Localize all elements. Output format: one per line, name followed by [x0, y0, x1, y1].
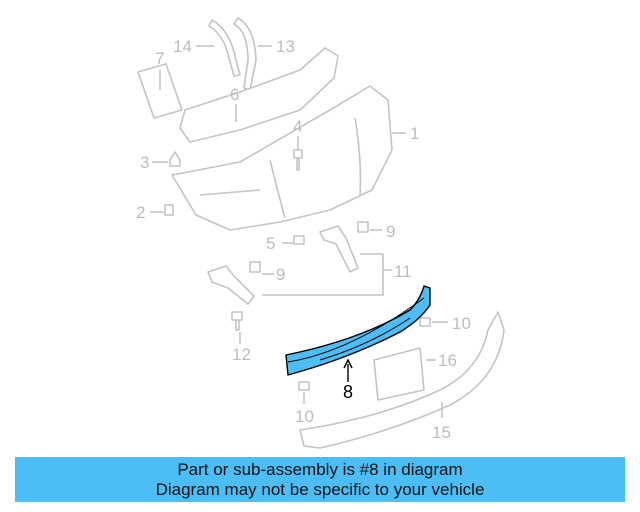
- callout-12: 12: [232, 345, 251, 364]
- part-10-nut: [419, 317, 431, 327]
- callout-14: 14: [173, 37, 192, 56]
- part-12-bolt: [231, 311, 243, 331]
- part-15-lower-cover: [299, 311, 505, 449]
- part-13-bracket: [233, 17, 257, 91]
- part-3-clip: [169, 151, 181, 167]
- callout-1: 1: [410, 124, 419, 143]
- banner-line-2: Diagram may not be specific to your vehi…: [155, 480, 485, 499]
- part-16-license-plate-bracket: [373, 347, 425, 401]
- callout-13: 13: [276, 37, 295, 56]
- part-8-bumper-reinforcement: [285, 285, 431, 376]
- part-7-plate: [137, 63, 183, 119]
- callout-11: 11: [394, 262, 412, 281]
- callout-9-right: 9: [386, 222, 395, 241]
- callout-8-arrow: [343, 358, 353, 382]
- callout-2: 2: [136, 203, 145, 222]
- callout-3: 3: [140, 153, 149, 172]
- callout-9-left: 9: [276, 265, 285, 284]
- part-2-bolt: [164, 204, 174, 216]
- part-9-bolt-left: [249, 261, 261, 273]
- part-10-nut-bottom: [298, 381, 310, 391]
- callout-10-bottom: 10: [295, 407, 314, 426]
- part-4-bolt: [293, 149, 303, 171]
- callout-5: 5: [266, 234, 275, 253]
- callout-16: 16: [438, 351, 457, 370]
- banner-line-1: Part or sub-assembly is #8 in diagram: [177, 460, 463, 479]
- part-11-bracket-left: [207, 265, 255, 305]
- part-14-bracket: [208, 19, 241, 77]
- callout-8: 8: [343, 382, 353, 402]
- part-info-banner: Part or sub-assembly is #8 in diagram Di…: [15, 457, 625, 502]
- callout-15: 15: [432, 423, 451, 442]
- callout-4: 4: [293, 117, 302, 136]
- callout-6: 6: [230, 85, 239, 104]
- part-9-bolt-right: [357, 221, 369, 233]
- part-11-bracket-right: [319, 225, 359, 273]
- part-5-bolt: [293, 235, 305, 245]
- callout-10-top: 10: [452, 314, 471, 333]
- part-1-bumper-cover: [171, 85, 393, 231]
- part-6-absorber: [179, 47, 339, 143]
- callout-7: 7: [155, 49, 164, 68]
